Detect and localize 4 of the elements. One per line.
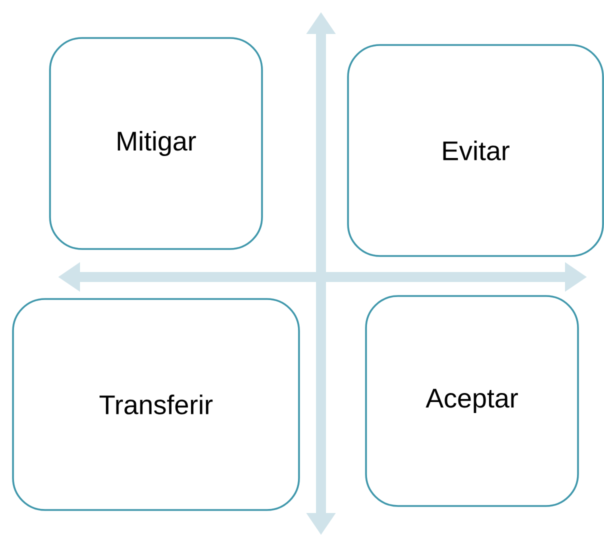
rounded-box: Aceptar — [365, 295, 579, 507]
rounded-box: Transferir — [12, 298, 300, 511]
rounded-box: Evitar — [347, 44, 604, 257]
rounded-box: Mitigar — [49, 37, 263, 250]
